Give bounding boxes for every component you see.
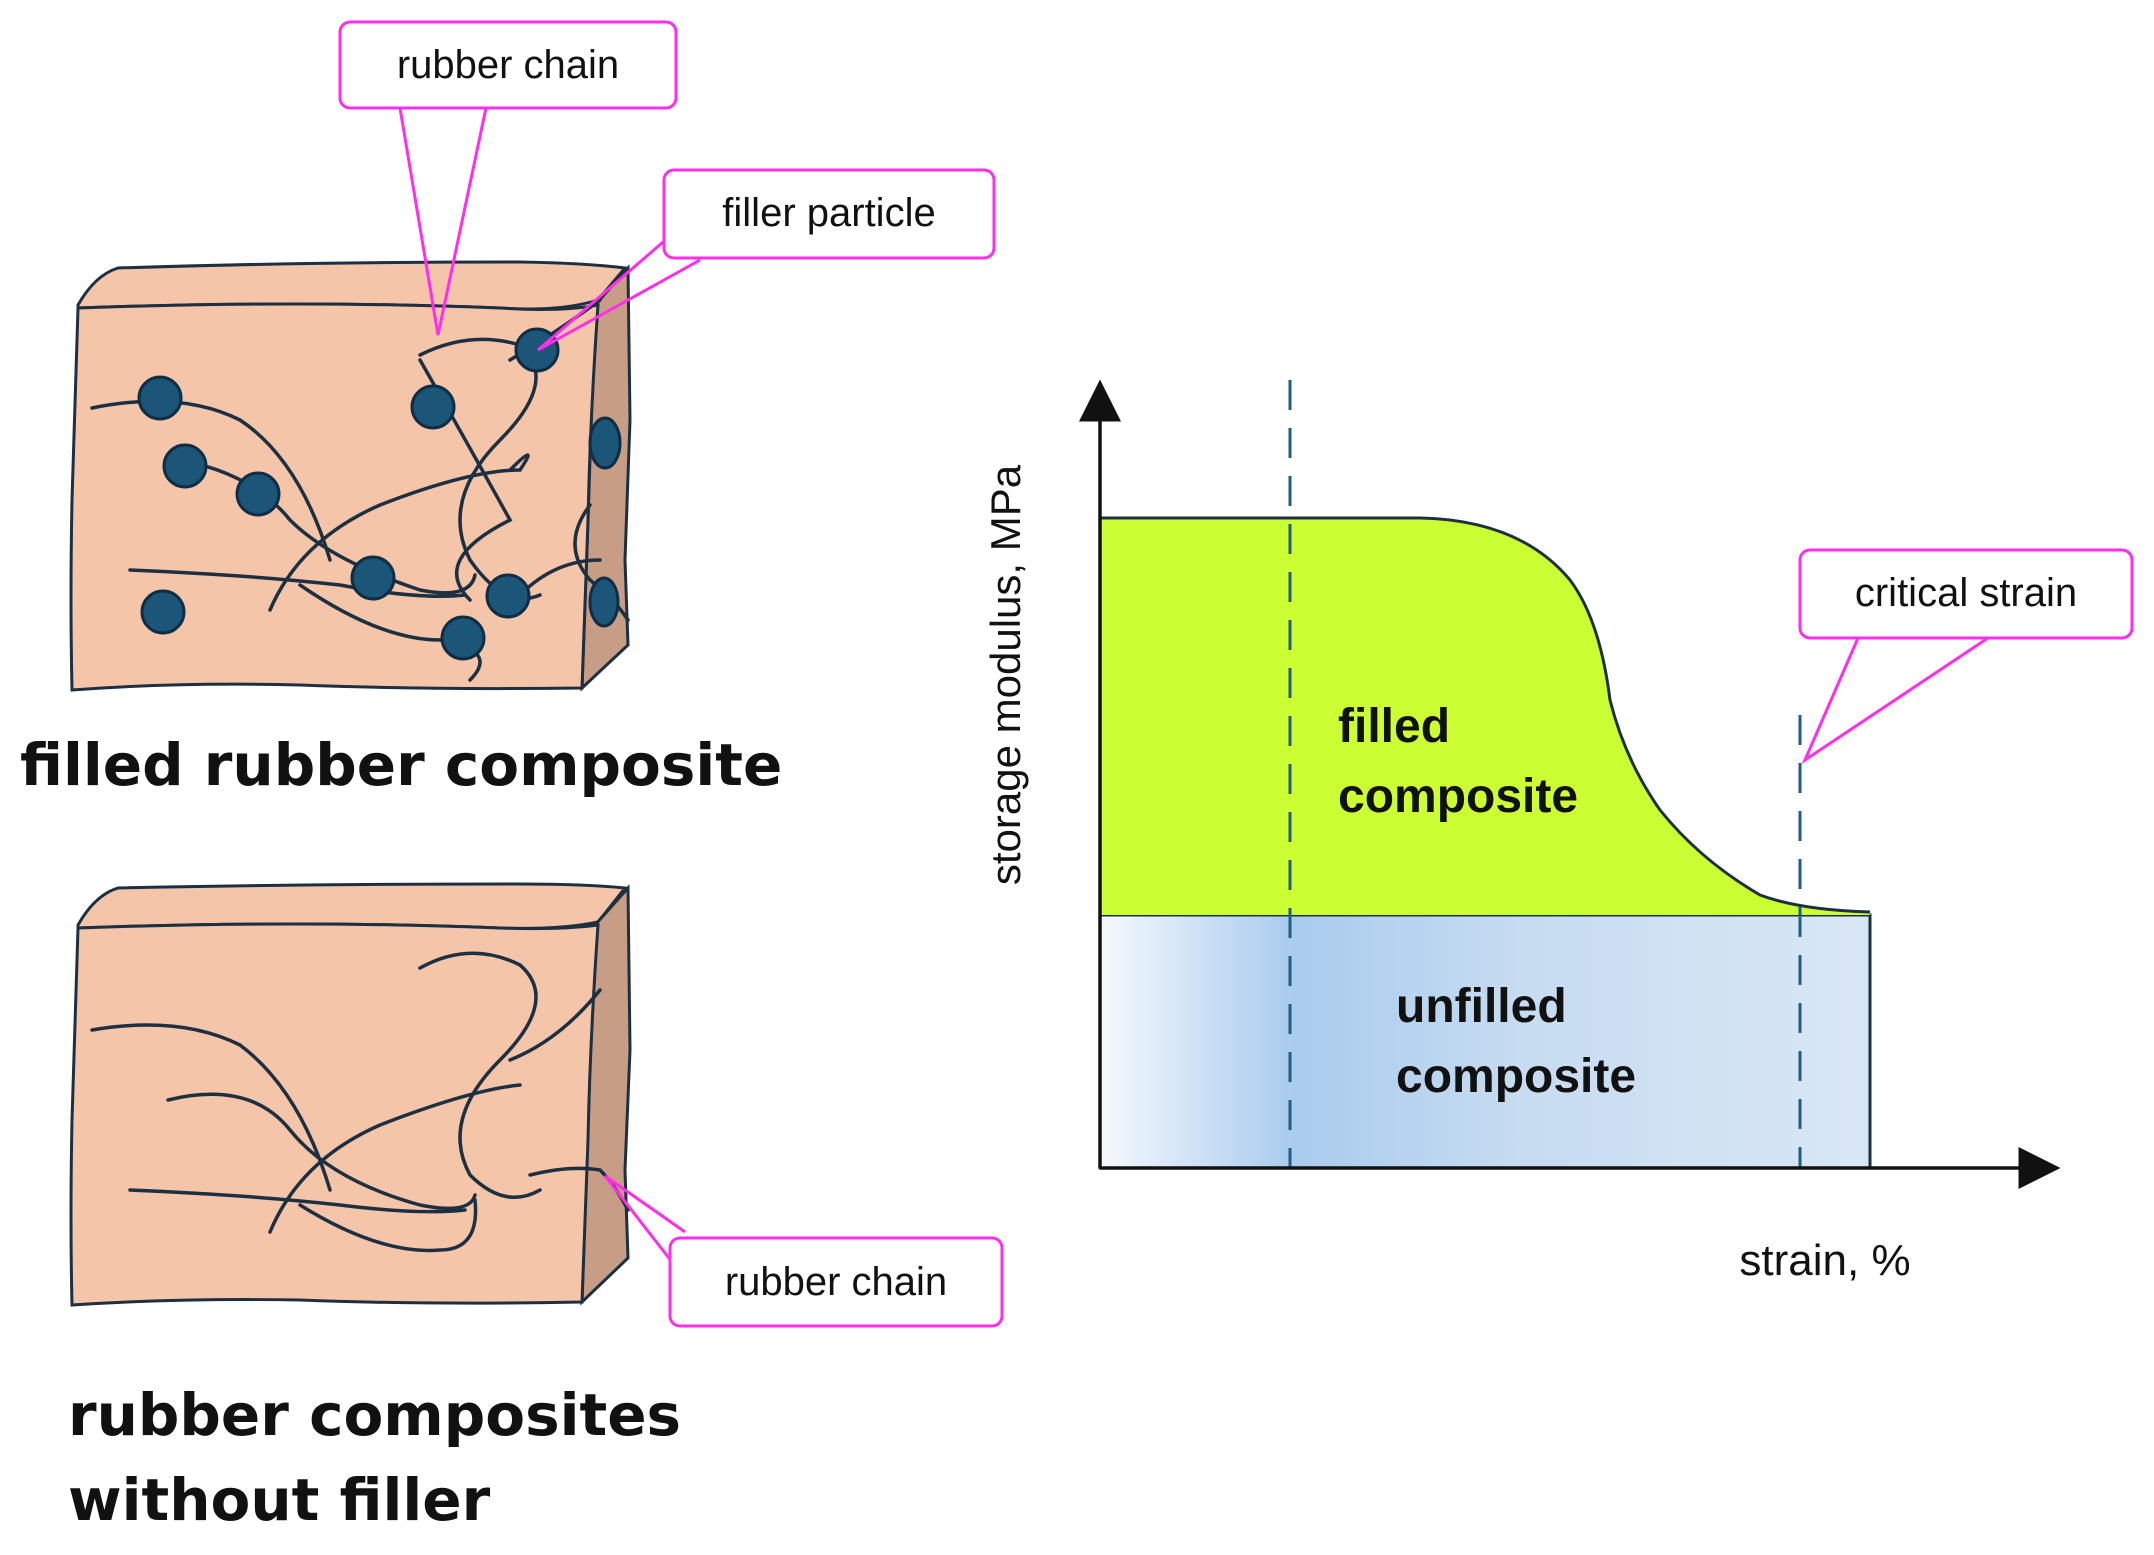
- filler-particle: [410, 384, 456, 430]
- filled-rubber-chains: [90, 298, 630, 682]
- filler-particle: [162, 443, 208, 489]
- filler-particle: [485, 573, 531, 619]
- callout-rubber-chain-unfilled-label: rubber chain: [725, 1260, 947, 1304]
- unfilled-block-top-face: [76, 882, 628, 930]
- filled-region-label-line2: composite: [1338, 770, 1578, 823]
- filled-region-label-line1: filled: [1338, 700, 1450, 753]
- filler-particle: [137, 375, 183, 421]
- filled-block-top-face: [76, 260, 628, 311]
- unfilled-rubber-chains: [90, 951, 630, 1253]
- callout-rubber-chain-filled: rubber chain: [338, 20, 678, 336]
- y-axis-label: storage modulus, MPa: [982, 464, 1029, 885]
- callout-critical-strain-label: critical strain: [1855, 571, 2077, 615]
- unfilled-composite-region: [1098, 913, 1872, 1170]
- filled-rubber-block: [69, 260, 632, 692]
- modulus-strain-graph: storage modulus, MPa strain, % filled co…: [982, 379, 2061, 1285]
- unfilled-rubber-block: [69, 882, 632, 1307]
- filler-particle: [440, 615, 486, 661]
- filler-particle: [588, 576, 620, 628]
- filled-composite-curve: [1100, 516, 1871, 914]
- unfilled-block-front-face: [69, 922, 600, 1307]
- callout-rubber-chain-unfilled: rubber chain: [603, 1174, 1004, 1328]
- filled-composite-region: [1100, 518, 1870, 915]
- filler-particle: [514, 327, 560, 373]
- unfilled-region-label-line2: composite: [1396, 1050, 1636, 1103]
- callout-filler-particle-label: filler particle: [722, 191, 935, 235]
- filler-particle: [350, 555, 396, 601]
- filler-particles: [137, 327, 622, 661]
- callout-filler-particle: filler particle: [537, 168, 996, 352]
- callout-rubber-chain-filled-label: rubber chain: [397, 43, 619, 87]
- filled-block-caption: filled rubber composite: [20, 731, 783, 799]
- unfilled-block-caption-line1: rubber composites: [68, 1381, 682, 1449]
- filler-particle: [588, 416, 622, 470]
- unfilled-block-caption-line2: without filler: [68, 1466, 491, 1534]
- callout-critical-strain: critical strain: [1798, 548, 2134, 765]
- x-axis-label: strain, %: [1739, 1236, 1910, 1285]
- filler-particle: [140, 589, 186, 635]
- unfilled-region-label-line1: unfilled: [1396, 980, 1567, 1033]
- filler-particle: [235, 471, 281, 517]
